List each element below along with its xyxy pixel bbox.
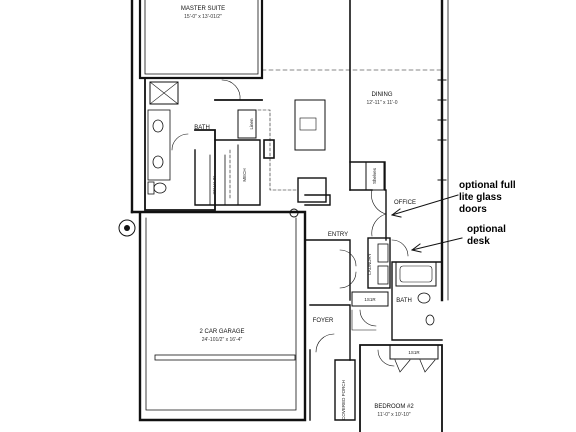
hose-bib-icon [289,208,299,218]
vanity [147,109,171,181]
master-suite-label: MASTER SUITE [181,6,225,12]
garage-label: 2 CAR GARAGE [199,329,244,335]
shelf-label-1: 1S1R [364,297,376,302]
master-suite-walls [138,0,264,80]
garage-inner [145,217,297,411]
shelf-box-1 [351,291,389,307]
bath2-toilet [417,292,431,304]
toilet-bowl [153,182,167,194]
glass-doors-note: optional full lite glass doors [459,180,516,216]
desk-note-line-1: optional [467,224,506,235]
garage-walls [130,210,307,422]
arrow-desk [411,237,463,251]
shelf-box-2 [389,344,439,360]
mech-label: MECH [242,168,247,181]
shelves-box [365,161,385,191]
tub [395,261,437,287]
desk-note-line-2: desk [467,236,490,247]
shelf-label-2: 1S1R [408,350,420,355]
dryer [377,265,389,285]
bedroom-door [377,349,395,367]
fridge-cabinet [297,177,327,203]
porch-walls [334,359,356,421]
ac-unit-center-icon [124,225,130,231]
dining-label: DINING [372,92,393,98]
master-suite-inner-wall [144,0,259,75]
sink-1 [152,119,164,133]
arrow-glass-doors [391,194,459,216]
bath2-label: BATH [396,298,412,304]
linen-closet [237,109,257,139]
window-marks-right [437,79,447,181]
foyer-label: FOYER [313,318,334,324]
kitchen-sink [299,117,317,131]
walk-in-divider [209,154,226,206]
office-walls [349,161,386,191]
office-door-swing [371,189,387,237]
desk-note: optional desk [467,224,506,248]
entry-walls [304,194,351,301]
arrow-desk-head [411,243,422,253]
bedroom2-label: BEDROOM #2 [374,404,414,410]
walk-in-label: WALK-IN [212,176,217,195]
laundry-box [367,237,391,289]
kitchen-island [294,99,326,151]
master-suite-dims: 15'-0" x 13'-01/2" [184,14,222,20]
linen-label: Linen [249,118,254,130]
glass-doors-note-line-1: optional full [459,180,516,191]
laundry-label: LAUNDRY [367,253,372,274]
laundry-door [391,239,409,257]
entry-door-swings [339,249,357,289]
shelves-label: Shelves [372,167,377,184]
bedroom2-walls [359,344,443,432]
foyer-door [315,333,335,353]
bedroom2-dims: 11'-0" x 10'-10" [377,412,410,418]
hall-dashed [257,109,299,191]
office-label: OFFICE [394,200,416,206]
closet-door-swings [394,359,436,373]
tub-inner [399,265,433,283]
arrow-glass-doors-head [391,208,402,218]
bath2-sink [425,314,435,326]
porch-label: COVERED PORCH [341,380,346,420]
garage-door-line [154,354,296,361]
glass-doors-note-line-3: doors [459,204,487,215]
toilet-tank [147,181,155,195]
range [263,139,275,159]
shower [149,81,179,105]
ac-unit-icon [118,219,136,237]
glass-doors-note-line-2: lite glass [459,192,502,203]
garage-dims: 24'-101/2" x 16'-4" [202,337,243,343]
shower-cross [149,81,179,105]
dining-dims: 12'-11" x 11'-0 [366,100,397,106]
walk-in-walls [194,139,261,206]
foyer-walls [309,304,351,421]
entry-label: ENTRY [328,232,348,238]
bath-door-swing [221,79,241,101]
bath-label: BATH [194,125,210,131]
shelf-door-1 [351,309,377,331]
bath-door-swing-2 [171,133,189,151]
bath-walls [144,77,263,211]
washer [377,243,389,263]
sink-2 [152,155,164,169]
